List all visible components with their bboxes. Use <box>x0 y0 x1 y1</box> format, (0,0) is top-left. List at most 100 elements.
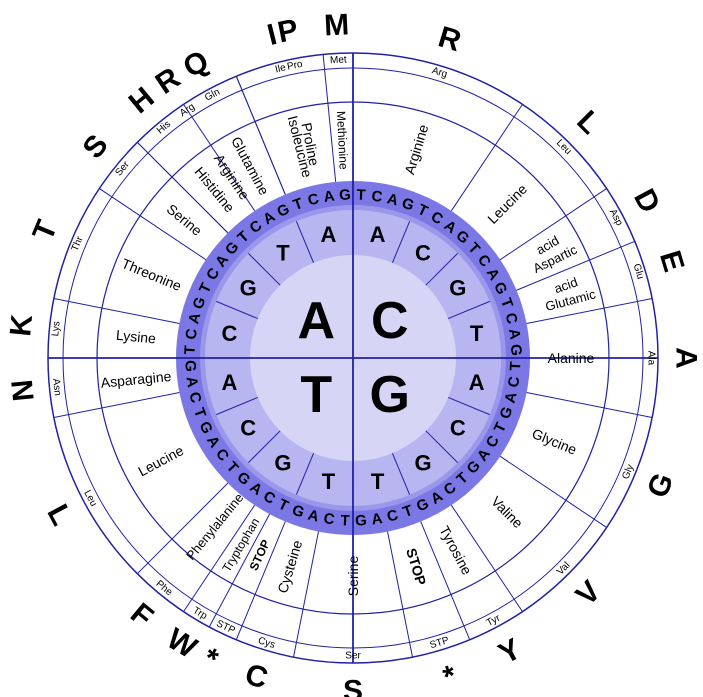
amino-acid-name: Lysine <box>115 327 157 347</box>
third-base-label: C <box>370 188 383 206</box>
amino-acid-letter: P <box>275 13 301 49</box>
amino-acid-abbr: Asn <box>50 378 63 396</box>
divider-line <box>208 513 271 628</box>
second-base-label: A <box>320 222 336 247</box>
divider-line <box>136 141 229 234</box>
divider-line <box>499 455 607 528</box>
divider-line <box>450 104 523 212</box>
second-base-label: A <box>221 370 237 395</box>
second-base-label: C <box>415 241 431 266</box>
third-base-label: G <box>190 295 210 312</box>
third-base-label: C <box>306 190 321 209</box>
third-base-label: G <box>355 512 367 530</box>
amino-acid-letter: Q <box>178 44 214 84</box>
divider-line <box>183 104 256 212</box>
second-base-label: T <box>371 469 385 494</box>
amino-acid-letter: R <box>150 61 187 101</box>
amino-acid-letter: C <box>241 658 271 696</box>
divider-line <box>420 521 471 640</box>
amino-acid-name: Asparagine <box>100 368 172 391</box>
amino-acid-letter: S <box>343 675 363 697</box>
divider-line <box>293 531 319 658</box>
divider-line <box>425 252 459 286</box>
third-base-label: A <box>183 375 201 388</box>
divider-line <box>53 392 180 418</box>
third-base-label: A <box>370 510 383 528</box>
amino-acid-letter: K <box>4 313 39 338</box>
divider-line <box>447 396 490 416</box>
divider-line <box>216 396 259 416</box>
divider-line <box>183 504 256 612</box>
second-base-label: C <box>450 416 466 441</box>
third-base-label: C <box>322 510 335 528</box>
amino-acid-name: Methionine <box>334 111 351 171</box>
amino-acid-letter: L <box>40 499 78 531</box>
third-base-label: G <box>507 344 525 356</box>
divider-line <box>235 76 286 195</box>
divider-line <box>247 252 281 286</box>
amino-acid-abbr: STP <box>429 635 451 651</box>
divider-line <box>235 521 286 640</box>
amino-acid-abbr: Pro <box>286 59 304 73</box>
amino-acid-letter: A <box>670 347 703 369</box>
third-base-label: G <box>181 360 199 372</box>
third-base-label: A <box>322 188 335 206</box>
second-base-label: A <box>469 370 485 395</box>
divider-line <box>391 221 411 264</box>
divider-line <box>450 504 523 612</box>
divider-line <box>216 300 259 320</box>
second-base-label: C <box>240 416 256 441</box>
third-base-label: A <box>505 327 523 340</box>
divider-line <box>447 300 490 320</box>
third-base-label: A <box>306 507 321 526</box>
third-base-label: C <box>185 390 204 405</box>
first-base-c: C <box>371 292 409 350</box>
divider-line <box>295 221 315 264</box>
divider-line <box>322 54 337 182</box>
second-base-label: G <box>274 450 291 475</box>
third-base-label: C <box>505 375 523 388</box>
third-base-label: G <box>290 502 307 522</box>
third-base-label: C <box>502 311 521 326</box>
divider-line <box>295 452 315 495</box>
third-base-label: G <box>497 405 517 422</box>
third-base-label: A <box>502 390 521 405</box>
amino-acid-letter: * <box>198 642 223 677</box>
third-base-label: T <box>181 345 198 355</box>
divider-line <box>53 298 180 324</box>
amino-acid-letter: D <box>627 184 666 219</box>
third-base-label: C <box>385 507 400 526</box>
divider-line <box>99 188 207 261</box>
amino-acid-letter: M <box>323 8 350 42</box>
amino-acid-letter: W <box>161 622 203 665</box>
divider-line <box>136 482 229 575</box>
amino-acid-abbr: Ala <box>646 351 657 366</box>
amino-acid-letter: * <box>439 659 460 694</box>
divider-line <box>499 188 607 261</box>
amino-acid-name: Alanine <box>548 350 595 366</box>
divider-line <box>387 531 413 658</box>
divider-line <box>516 240 635 291</box>
amino-acid-letter: F <box>124 597 159 634</box>
amino-acid-abbr: Glu <box>631 262 646 280</box>
first-base-t: T <box>300 366 332 424</box>
third-base-label: C <box>183 327 201 340</box>
third-base-label: T <box>340 512 350 529</box>
amino-acid-letter: G <box>641 468 680 502</box>
divider-line <box>526 298 653 324</box>
second-base-label: G <box>240 275 257 300</box>
third-base-label: A <box>385 190 400 209</box>
second-base-label: T <box>276 241 290 266</box>
second-base-label: T <box>322 469 336 494</box>
amino-acid-letter: N <box>4 378 39 403</box>
third-base-label: G <box>400 195 417 215</box>
amino-acid-letter: L <box>570 104 606 140</box>
amino-acid-letter: Y <box>493 632 526 671</box>
amino-acid-name: acid <box>552 274 579 296</box>
amino-acid-abbr: Arg <box>430 65 448 80</box>
amino-acid-letter: V <box>570 575 607 612</box>
amino-acid-abbr: Ser <box>345 651 361 662</box>
third-base-label: G <box>339 186 351 204</box>
